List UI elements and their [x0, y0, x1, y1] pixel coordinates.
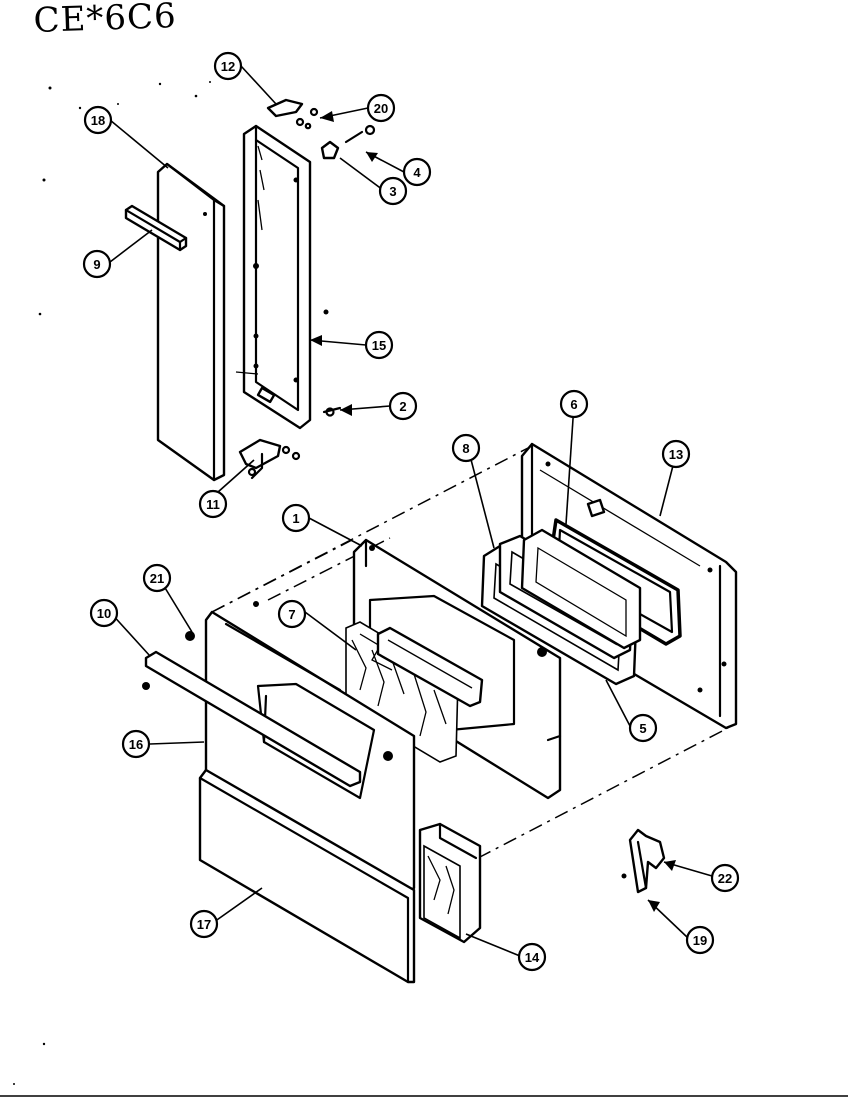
callout-15: 15	[364, 330, 394, 360]
kick-panel	[198, 768, 416, 984]
svg-text:18: 18	[91, 113, 105, 128]
svg-text:2: 2	[399, 399, 406, 414]
callout-2: 2	[388, 391, 418, 421]
handle-end-cap	[621, 828, 666, 894]
side-trim-panel	[156, 162, 226, 482]
callout-19: 19	[685, 925, 715, 955]
model-title: CE*6C6	[33, 0, 177, 41]
callout-6: 6	[559, 389, 589, 419]
trim-bracket	[124, 204, 188, 252]
svg-text:12: 12	[221, 59, 235, 74]
svg-text:8: 8	[462, 441, 469, 456]
callout-7: 7	[277, 599, 307, 629]
svg-text:16: 16	[129, 737, 143, 752]
svg-text:11: 11	[206, 497, 220, 512]
callout-22: 22	[710, 863, 740, 893]
callout-16: 16	[121, 729, 151, 759]
svg-text:6: 6	[570, 397, 577, 412]
callout-bubbles: 12 20 18 4 3 9 15 2	[82, 51, 740, 972]
svg-text:19: 19	[693, 933, 707, 948]
callout-1: 1	[281, 503, 311, 533]
callout-4: 4	[402, 157, 432, 187]
door-liner-frame	[242, 124, 312, 430]
callout-11: 11	[198, 489, 228, 519]
callout-21: 21	[142, 563, 172, 593]
callout-10: 10	[89, 598, 119, 628]
svg-text:22: 22	[718, 871, 732, 886]
callout-5: 5	[628, 713, 658, 743]
callout-8: 8	[451, 433, 481, 463]
callout-20: 20	[366, 93, 396, 123]
scan-specks	[13, 81, 211, 1085]
screw	[322, 406, 342, 417]
svg-text:5: 5	[639, 721, 646, 736]
callout-14: 14	[517, 942, 547, 972]
glass-pack	[480, 528, 642, 686]
callout-17: 17	[189, 909, 219, 939]
svg-text:9: 9	[93, 257, 100, 272]
svg-text:17: 17	[197, 917, 211, 932]
svg-text:1: 1	[292, 511, 299, 526]
svg-text:7: 7	[288, 607, 295, 622]
callout-12: 12	[213, 51, 243, 81]
upper-hinge-parts	[266, 98, 376, 160]
callout-18: 18	[83, 105, 113, 135]
callout-13: 13	[661, 439, 691, 469]
svg-text:21: 21	[150, 571, 164, 586]
callout-9: 9	[82, 249, 112, 279]
drawer-liner	[418, 822, 482, 944]
door-handle	[142, 650, 362, 788]
svg-text:15: 15	[372, 338, 386, 353]
svg-text:4: 4	[413, 165, 421, 180]
insulation-pad	[345, 621, 484, 763]
leader-arrowheads	[310, 111, 676, 912]
callout-3: 3	[378, 176, 408, 206]
svg-text:20: 20	[374, 101, 388, 116]
svg-text:14: 14	[525, 950, 540, 965]
svg-text:3: 3	[389, 184, 396, 199]
svg-text:10: 10	[97, 606, 111, 621]
nut	[185, 631, 195, 641]
lower-hinge	[238, 438, 301, 480]
svg-text:13: 13	[669, 447, 683, 462]
